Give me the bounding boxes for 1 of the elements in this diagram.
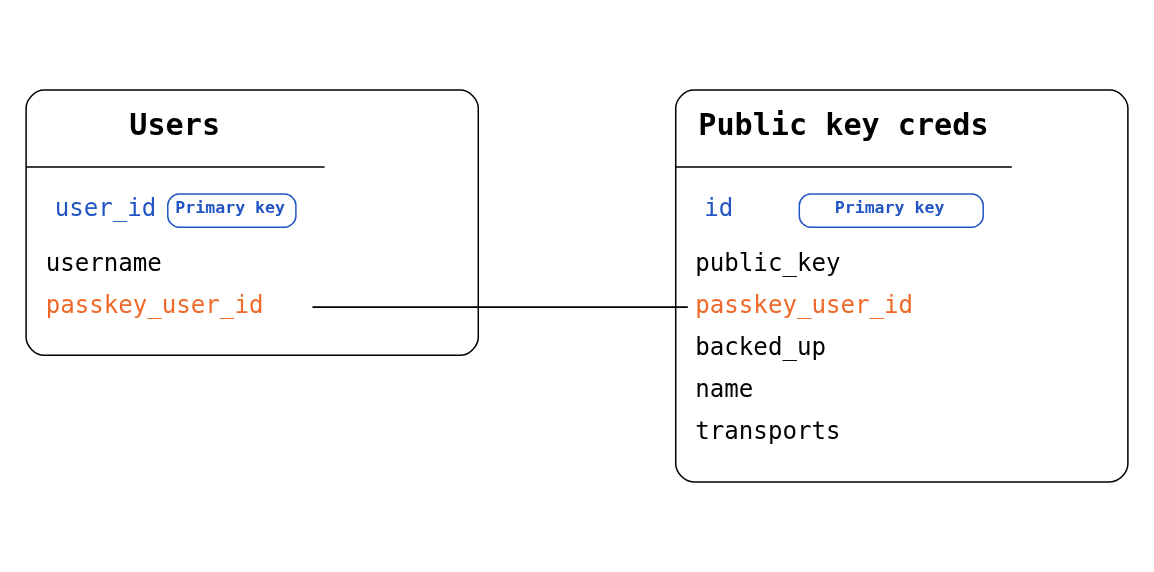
connector <box>311 306 689 308</box>
